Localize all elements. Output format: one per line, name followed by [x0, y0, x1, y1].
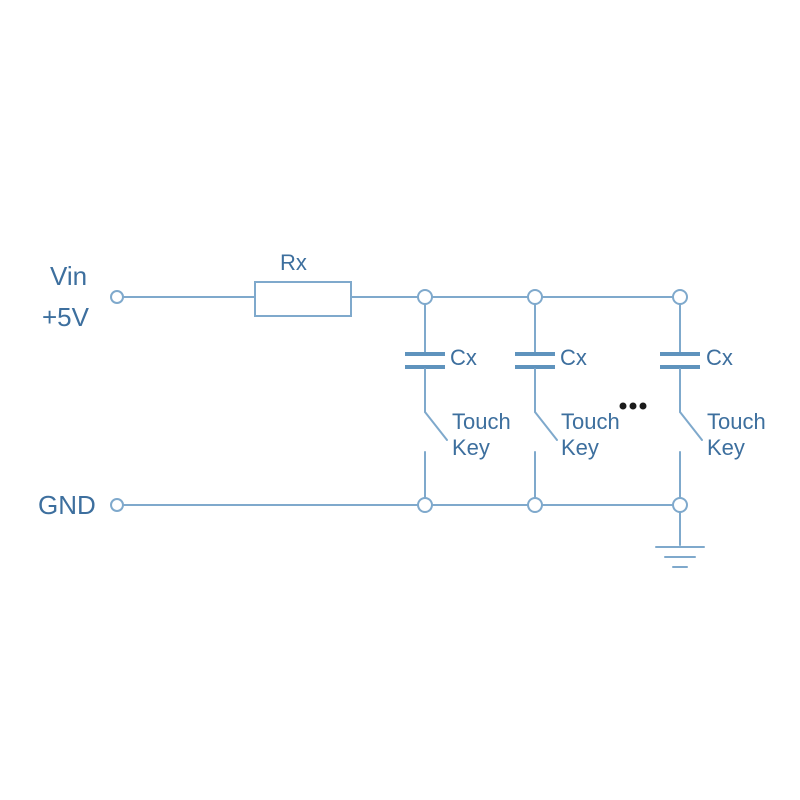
gnd-label: GND — [38, 490, 96, 520]
gnd-terminal — [110, 498, 124, 512]
junction-top-3 — [672, 289, 688, 305]
junction-bottom-1 — [417, 497, 433, 513]
voltage-label: +5V — [42, 302, 90, 332]
junction-top-1 — [417, 289, 433, 305]
capacitor-1-label: Cx — [450, 345, 477, 370]
touch-switch-3 — [679, 411, 703, 441]
junction-bottom-2 — [527, 497, 543, 513]
capacitor-2-label: Cx — [560, 345, 587, 370]
capacitor-3-label: Cx — [706, 345, 733, 370]
junction-top-2 — [527, 289, 543, 305]
touch-switch-1 — [424, 411, 448, 441]
touch-key-3-line1: Touch — [707, 409, 766, 434]
junction-bottom-3 — [672, 497, 688, 513]
touch-key-1-line2: Key — [452, 435, 490, 460]
resistor-label: Rx — [280, 250, 307, 275]
touch-key-3-line2: Key — [707, 435, 745, 460]
touch-switch-2 — [534, 411, 558, 441]
touch-key-1-line1: Touch — [452, 409, 511, 434]
vin-label: Vin — [50, 261, 87, 291]
touch-key-2-line1: Touch — [561, 409, 620, 434]
vin-terminal — [110, 290, 124, 304]
touch-key-2-line2: Key — [561, 435, 599, 460]
ellipsis-icon — [619, 402, 647, 410]
ground-symbol — [655, 546, 705, 568]
resistor-rx — [254, 281, 352, 317]
branch-2 — [515, 296, 558, 506]
branch-1 — [405, 296, 448, 506]
